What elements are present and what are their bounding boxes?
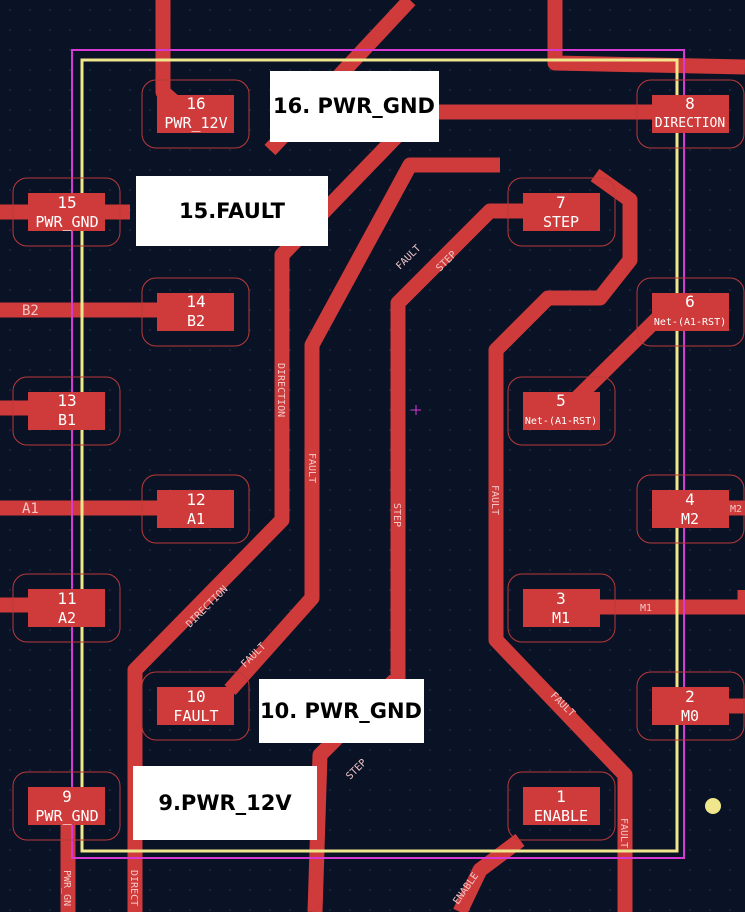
pad-14: 14 B2 xyxy=(141,277,250,347)
pad-8: 8 DIRECTION xyxy=(636,79,745,149)
pad-4-name: M2 xyxy=(681,510,699,528)
pad-11-number: 11 xyxy=(57,589,76,608)
pad-14-name: B2 xyxy=(187,312,205,330)
pad-11: 11 A2 xyxy=(12,573,121,643)
pad-6-number: 6 xyxy=(685,292,695,311)
pad-14-number: 14 xyxy=(186,292,205,311)
pad-5: 5 Net-(A1-RST) xyxy=(507,376,616,446)
pad-7-name: STEP xyxy=(543,213,579,231)
callout-16-text: 16. PWR_GND xyxy=(273,94,435,118)
pad-16-number: 16 xyxy=(186,94,205,113)
trace-label-fault-c: FAULT xyxy=(489,485,500,515)
center-crosshair xyxy=(411,405,421,415)
pad-6: 6 Net-(A1-RST) xyxy=(636,277,745,347)
pad-9-number: 9 xyxy=(62,787,72,806)
pad-1-name: ENABLE xyxy=(534,807,588,825)
callout-9-text: 9.PWR_12V xyxy=(158,791,292,815)
pad-7: 7 STEP xyxy=(507,177,616,247)
trace-label-b2: B2 xyxy=(22,303,39,319)
pad-2-number: 2 xyxy=(685,687,695,706)
callout-15-text: 15.FAULT xyxy=(179,199,286,223)
pad-5-name: Net-(A1-RST) xyxy=(525,416,597,427)
pad-9-name: PWR_GND xyxy=(35,807,98,825)
pad-10-name: FAULT xyxy=(173,707,218,725)
pad-3-name: M1 xyxy=(552,609,570,627)
pad-12: 12 A1 xyxy=(141,474,250,544)
pad-12-name: A1 xyxy=(187,510,205,528)
pad-8-name: DIRECTION xyxy=(655,116,725,131)
trace-label-fault-b: FAULT xyxy=(306,453,317,483)
trace-label-a1: A1 xyxy=(22,501,39,517)
trace-fault xyxy=(488,168,638,912)
pad-15: 15 PWR_GND xyxy=(12,177,121,247)
trace-label-m2: M2 xyxy=(730,504,742,515)
trace-label-direction-c: DIRECT xyxy=(128,870,139,906)
pad-3-number: 3 xyxy=(556,589,566,608)
pad-11-name: A2 xyxy=(58,609,76,627)
pad-10-number: 10 xyxy=(186,687,205,706)
pad-13: 13 B1 xyxy=(12,376,121,446)
pad-4: 4 M2 xyxy=(636,474,745,544)
trace-top-bus xyxy=(547,0,745,75)
pad-10: 10 FAULT xyxy=(141,671,250,741)
trace-fault-outer xyxy=(224,157,500,695)
pad-2-name: M0 xyxy=(681,707,699,725)
pad-15-number: 15 xyxy=(57,193,76,212)
trace-label-direction-a: DIRECTION xyxy=(275,363,286,417)
trace-m1 xyxy=(565,590,745,615)
pad-1: 1 ENABLE xyxy=(507,771,616,841)
pad-16-name: PWR_12V xyxy=(164,114,227,132)
trace-label-m1: M1 xyxy=(640,603,652,614)
silkscreen-outline xyxy=(80,58,679,853)
pad-13-number: 13 xyxy=(57,391,76,410)
trace-net-rst xyxy=(569,312,664,406)
pad-9: 9 PWR_GND xyxy=(12,771,121,841)
pad-5-number: 5 xyxy=(556,391,566,410)
pad-12-number: 12 xyxy=(186,490,205,509)
callout-10-text: 10. PWR_GND xyxy=(260,699,422,723)
callout-9: 9.PWR_12V xyxy=(133,766,317,840)
pad-15-name: PWR_GND xyxy=(35,213,98,231)
pad-1-number: 1 xyxy=(556,787,566,806)
pad-2: 2 M0 xyxy=(636,671,745,741)
trace-direction xyxy=(127,104,690,912)
callout-10: 10. PWR_GND xyxy=(259,679,424,743)
callout-15: 15.FAULT xyxy=(136,176,328,246)
pad-16: 16 PWR_12V xyxy=(141,79,250,149)
pad-4-number: 4 xyxy=(685,490,695,509)
trace-label-step-b: STEP xyxy=(391,503,402,527)
trace-label-fault-f: FAULT xyxy=(618,818,629,848)
pad-3: 3 M1 xyxy=(507,573,616,643)
callout-16: 16. PWR_GND xyxy=(270,71,439,142)
pad-8-number: 8 xyxy=(685,94,695,113)
pad-7-number: 7 xyxy=(556,193,566,212)
trace-label-pwr-gnd: PWR_GN xyxy=(61,870,72,906)
pad-6-name: Net-(A1-RST) xyxy=(654,317,726,328)
courtyard-outline xyxy=(71,49,685,859)
pad-13-name: B1 xyxy=(58,411,76,429)
pin1-marker-dot xyxy=(705,798,721,814)
